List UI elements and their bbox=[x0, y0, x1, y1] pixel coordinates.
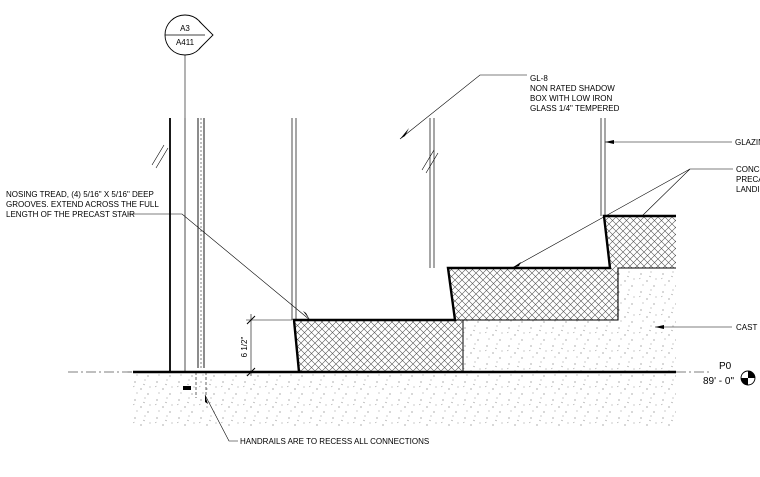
level-marker: P0 89' - 0" bbox=[703, 361, 756, 387]
ground-slab bbox=[133, 372, 676, 427]
section-sheet-ref: A411 bbox=[176, 38, 195, 47]
post-embed bbox=[183, 372, 207, 398]
precast-step-lower bbox=[294, 320, 463, 372]
note-nosing-line-1: NOSING TREAD, (4) 5/16" X 5/16" DEEP bbox=[6, 190, 154, 199]
note-glass-line-1: GL-8 bbox=[530, 74, 548, 83]
note-precast-line-1: CONC- bbox=[736, 165, 760, 174]
precast-step-middle bbox=[448, 268, 618, 320]
note-handrails-text: HANDRAILS ARE TO RECESS ALL CONNECTIONS bbox=[240, 437, 429, 446]
section-marker: A3 A411 bbox=[164, 14, 214, 118]
riser-dimension: 6 1/2" bbox=[240, 314, 292, 377]
note-cast-in-place: CAST I bbox=[655, 323, 760, 332]
note-glass-line-2: NON RATED SHADOW bbox=[530, 84, 615, 93]
glass-panel-middle bbox=[291, 118, 297, 320]
note-glass: GL-8 NON RATED SHADOW BOX WITH LOW IRON … bbox=[399, 74, 620, 140]
break-mark-left bbox=[151, 144, 169, 169]
note-handrails: HANDRAILS ARE TO RECESS ALL CONNECTIONS bbox=[204, 394, 429, 446]
svg-text:NOSING TREAD, (4) 5/16" X 5/16: NOSING TREAD, (4) 5/16" X 5/16" DEEP GRO… bbox=[6, 190, 161, 219]
section-detail-ref: A3 bbox=[180, 24, 190, 33]
level-target-icon bbox=[740, 370, 756, 386]
note-nosing: NOSING TREAD, (4) 5/16" X 5/16" DEEP GRO… bbox=[6, 190, 311, 321]
riser-dimension-text: 6 1/2" bbox=[240, 337, 249, 358]
precast-landing bbox=[604, 216, 676, 268]
note-cast-text: CAST I bbox=[736, 323, 760, 332]
note-precast-line-2: PRECA bbox=[736, 175, 760, 184]
note-nosing-line-2: GROOVES. EXTEND ACROSS THE FULL bbox=[6, 200, 159, 209]
glass-panel-right bbox=[421, 118, 439, 268]
svg-text:GL-8 NON RATED SHADOW: GL-8 NON RATED SHADOW BOX WITH LOW IRON … bbox=[530, 74, 620, 113]
note-glass-line-3: BOX WITH LOW IRON bbox=[530, 94, 612, 103]
note-glazing-text: GLAZIN bbox=[735, 138, 760, 147]
glazing-edge bbox=[600, 118, 606, 216]
note-glazing: GLAZIN bbox=[605, 138, 760, 147]
level-elevation: 89' - 0" bbox=[703, 376, 734, 387]
glass-panel-left bbox=[197, 118, 205, 368]
note-nosing-line-3: LENGTH OF THE PRECAST STAIR bbox=[6, 210, 135, 219]
level-name: P0 bbox=[719, 361, 732, 372]
note-glass-line-4: GLASS 1/4" TEMPERED bbox=[530, 104, 620, 113]
stair-joint-lines bbox=[455, 267, 676, 321]
stair-profile-outline bbox=[292, 214, 676, 373]
